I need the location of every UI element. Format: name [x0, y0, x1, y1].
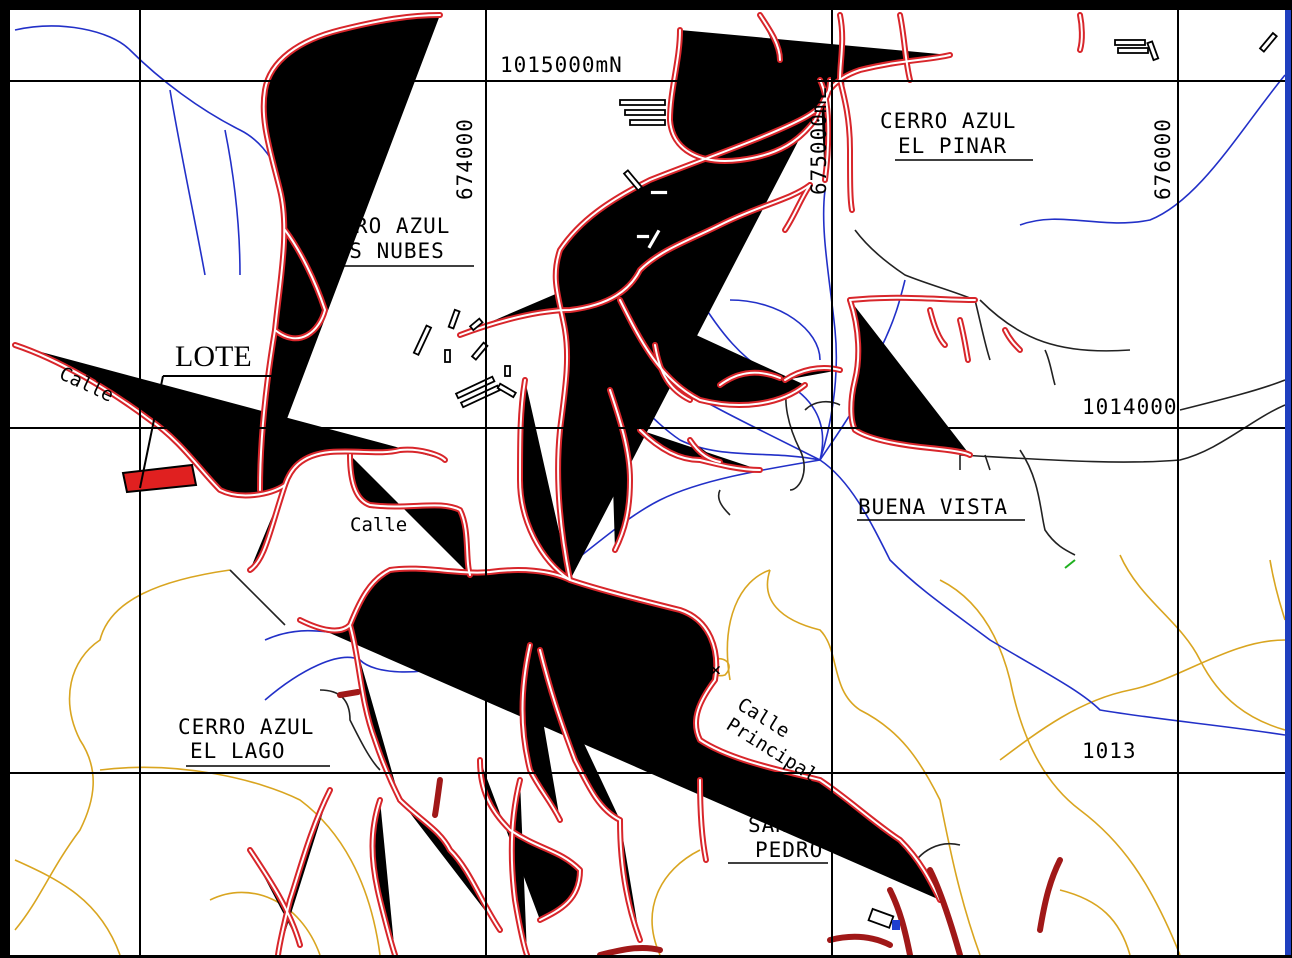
- grid-labels: 1015000mN 1014000 1013 674000 675000mE 6…: [453, 53, 1178, 763]
- calle-center-label: Calle: [350, 514, 407, 536]
- green-tick: [1064, 559, 1076, 569]
- grid-label-north-mid: 1014000: [1082, 395, 1178, 419]
- right-edge-strip: [1285, 10, 1291, 955]
- grid-label-north-top: 1015000mN: [500, 53, 623, 77]
- elevation-label: 701: [668, 664, 702, 686]
- place-names: CERRO AZUL LAS NUBES CERRO AZUL EL PINAR…: [178, 109, 1033, 864]
- lago-label: Lago: [380, 620, 426, 642]
- place-el-lago-line1: CERRO AZUL: [178, 715, 314, 739]
- coordinate-grid: [10, 10, 1285, 955]
- dark-road-segments: [337, 689, 1063, 955]
- blue-marker: [892, 920, 900, 930]
- grid-label-east-mid: 675000mE: [807, 86, 831, 195]
- topographic-map[interactable]: LOTE 1015000mN 1014000 1013 674000 67500…: [10, 10, 1285, 955]
- grid-label-east-right: 676000: [1151, 118, 1175, 200]
- grid-label-east-left: 674000: [453, 118, 477, 200]
- place-san-pedro-line1: SAN: [748, 813, 789, 837]
- place-buena-vista: BUENA VISTA: [858, 495, 1008, 519]
- lot-marker[interactable]: LOTE: [121, 340, 285, 494]
- elevation-point-icon: ×: [710, 659, 721, 681]
- place-las-nubes-line1: CERRO AZUL: [314, 214, 450, 238]
- place-el-pinar-line1: CERRO AZUL: [880, 109, 1016, 133]
- lot-leader-line: [139, 375, 164, 489]
- place-san-pedro-line2: PEDRO: [755, 838, 823, 862]
- place-las-nubes-line2: LAS NUBES: [322, 239, 445, 263]
- lot-parcel[interactable]: [121, 463, 198, 494]
- place-el-pinar-line2: EL PINAR: [898, 134, 1007, 158]
- lot-label: LOTE: [175, 340, 252, 373]
- place-el-lago-line2: EL LAGO: [190, 739, 286, 763]
- buildings: [412, 31, 1278, 930]
- roads: [15, 15, 1082, 955]
- grid-label-north-low: 1013: [1082, 739, 1137, 763]
